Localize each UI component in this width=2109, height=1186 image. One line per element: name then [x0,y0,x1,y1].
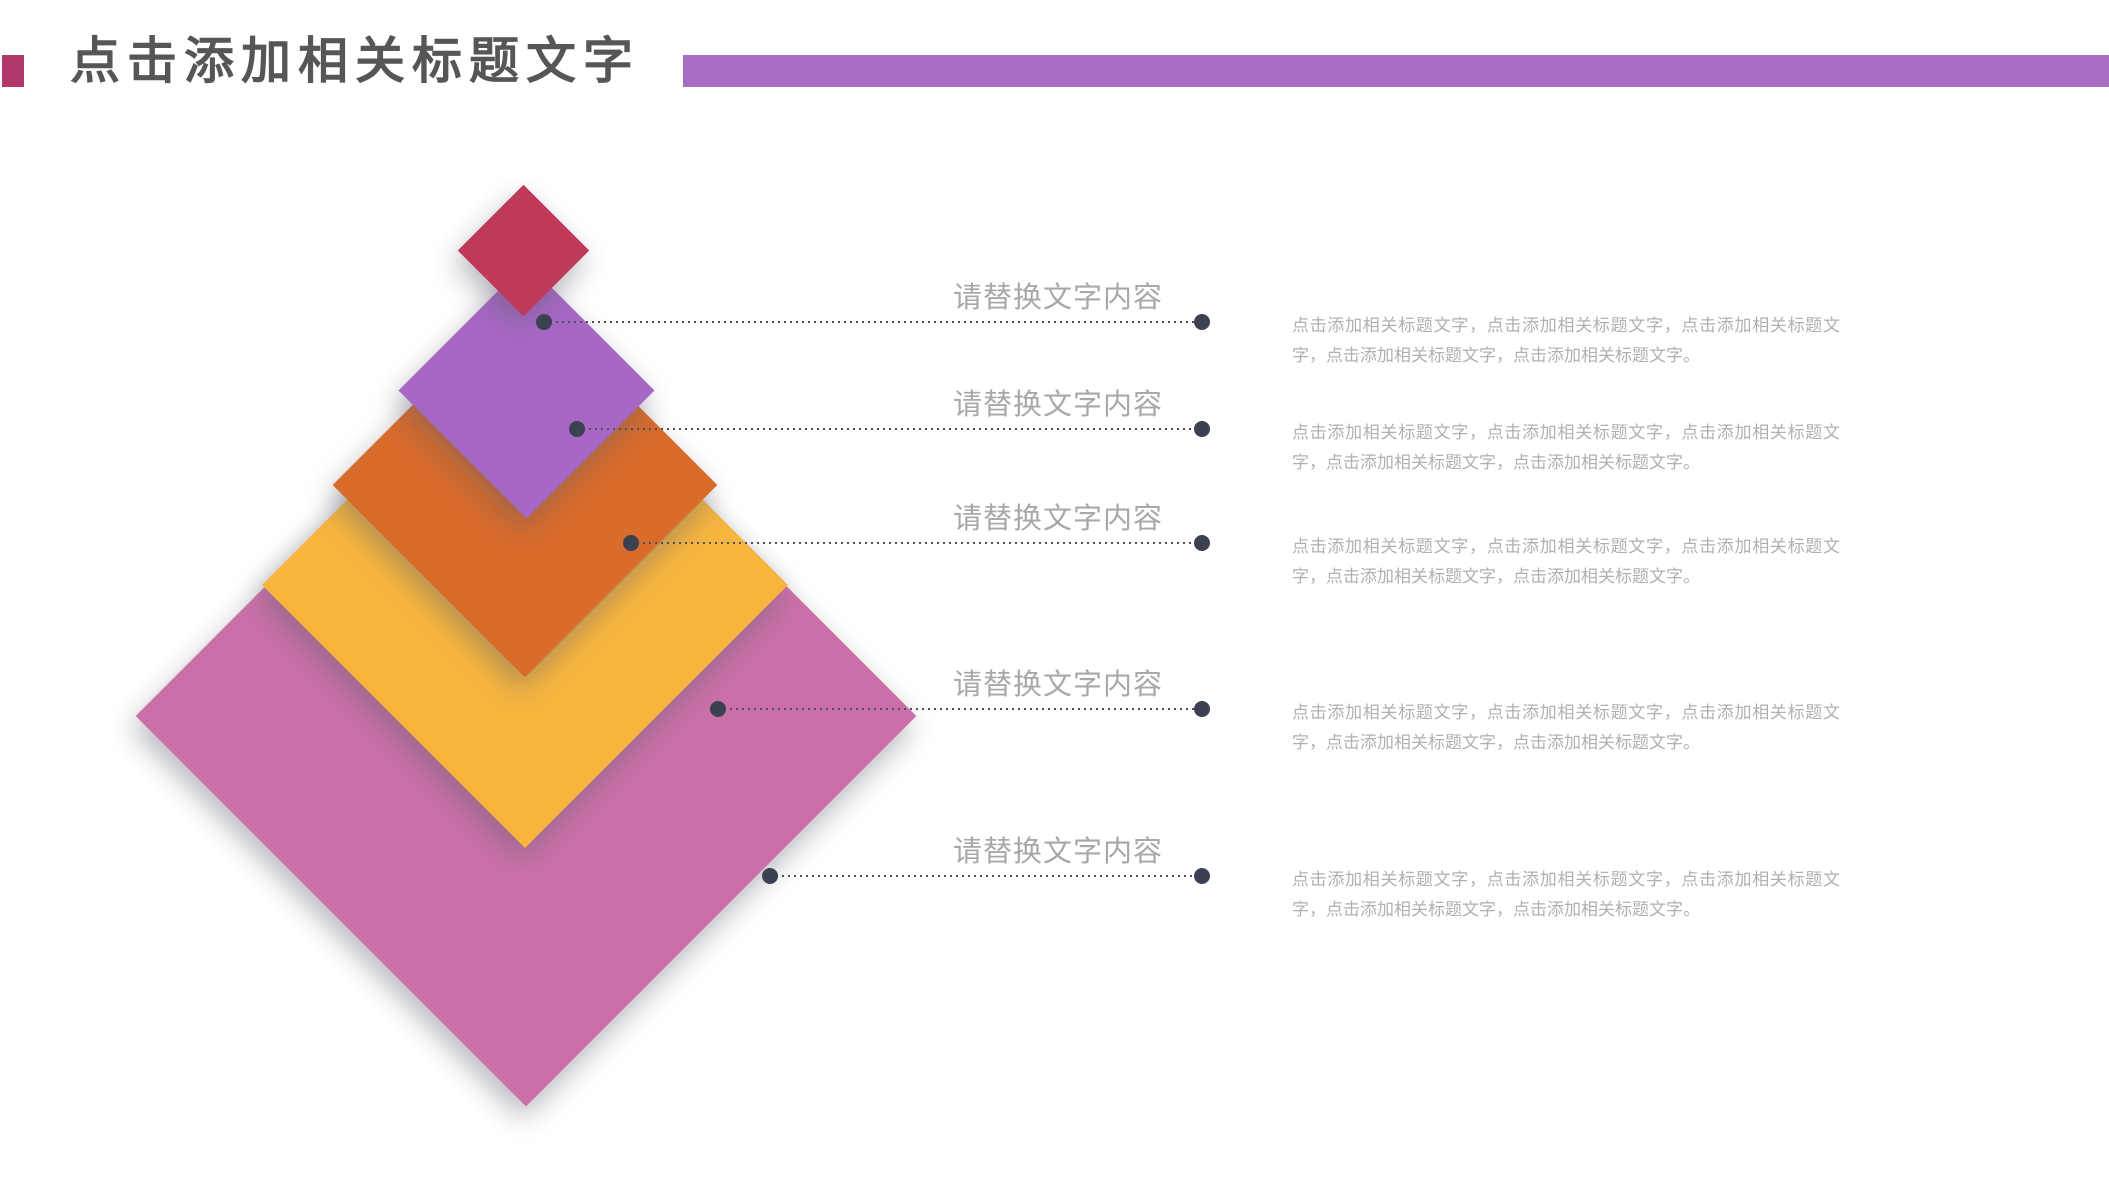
leader-line-3 [623,535,1210,551]
callout-body-2: 点击添加相关标题文字，点击添加相关标题文字，点击添加相关标题文字，点击添加相关标… [1292,423,1840,472]
leader-start-dot-5 [762,868,778,884]
leader-line-5 [762,868,1210,884]
leader-end-dot-1 [1194,314,1210,330]
leader-line-4 [710,701,1210,717]
leader-end-dot-4 [1194,701,1210,717]
callout-body-4: 点击添加相关标题文字，点击添加相关标题文字，点击添加相关标题文字，点击添加相关标… [1292,703,1840,752]
callout-body-1: 点击添加相关标题文字，点击添加相关标题文字，点击添加相关标题文字，点击添加相关标… [1292,316,1840,365]
callout-label-1: 请替换文字内容 [952,282,1163,314]
title-accent-bar [683,55,2109,87]
callout-body-3: 点击添加相关标题文字，点击添加相关标题文字，点击添加相关标题文字，点击添加相关标… [1292,537,1840,586]
page-title: 点击添加相关标题文字 [70,33,640,89]
callout-label-3: 请替换文字内容 [952,503,1163,535]
leader-line-2 [569,421,1210,437]
callout-label-2: 请替换文字内容 [952,389,1163,421]
leader-start-dot-2 [569,421,585,437]
leader-start-dot-4 [710,701,726,717]
leader-end-dot-2 [1194,421,1210,437]
leader-end-dot-3 [1194,535,1210,551]
callout-label-5: 请替换文字内容 [952,836,1163,868]
leader-start-dot-3 [623,535,639,551]
callout-body-5: 点击添加相关标题文字，点击添加相关标题文字，点击添加相关标题文字，点击添加相关标… [1292,870,1840,919]
title-bullet-square [2,55,24,87]
callout-label-4: 请替换文字内容 [952,669,1163,701]
leader-end-dot-5 [1194,868,1210,884]
pyramid-level-2 [398,262,655,519]
leader-line-1 [536,314,1210,330]
pyramid-level-1 [457,184,590,317]
leader-start-dot-1 [536,314,552,330]
pyramid-level-1-shape [457,184,590,317]
